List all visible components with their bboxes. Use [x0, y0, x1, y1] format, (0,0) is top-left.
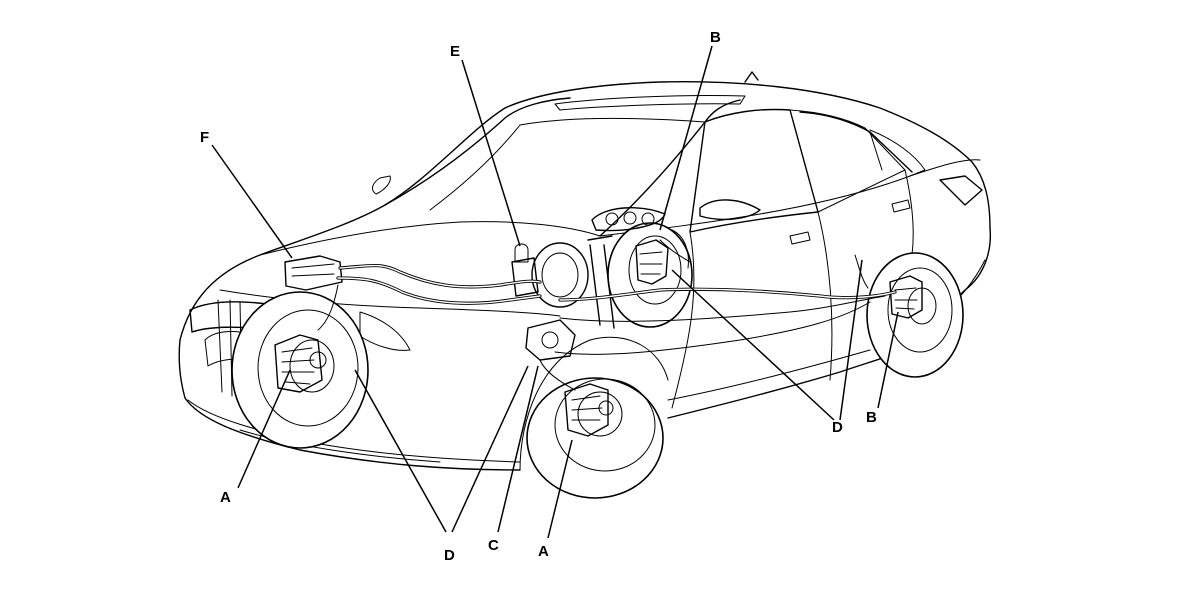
- wheel-rear-left: [607, 222, 693, 328]
- callout-a-front-right: A: [538, 543, 549, 560]
- leader-lines: [211, 45, 899, 539]
- callout-labels: F E B A A C D D B: [200, 29, 877, 564]
- callout-d-front: D: [444, 547, 455, 564]
- brake-caliper-front-left: [274, 334, 327, 393]
- callout-c: C: [488, 537, 499, 554]
- wheel-front-right: [526, 377, 664, 499]
- callout-b-rear: B: [866, 409, 877, 426]
- wheel-rear-right: [866, 252, 964, 378]
- callout-a-front-left: A: [220, 489, 231, 506]
- wheel-front-left: [231, 291, 369, 449]
- proportioning-valve: [525, 319, 576, 361]
- callout-e: E: [450, 43, 460, 60]
- brake-caliper-front-right: [564, 383, 614, 437]
- brake-booster: [511, 242, 589, 308]
- brake-lines: [317, 229, 897, 391]
- abs-modulator: [284, 255, 343, 291]
- brake-caliper-rear-left: [635, 239, 669, 285]
- callout-b-top: B: [710, 29, 721, 46]
- callout-f: F: [200, 129, 209, 146]
- callout-d-rear: D: [832, 419, 843, 436]
- brake-caliper-rear-right: [889, 275, 923, 319]
